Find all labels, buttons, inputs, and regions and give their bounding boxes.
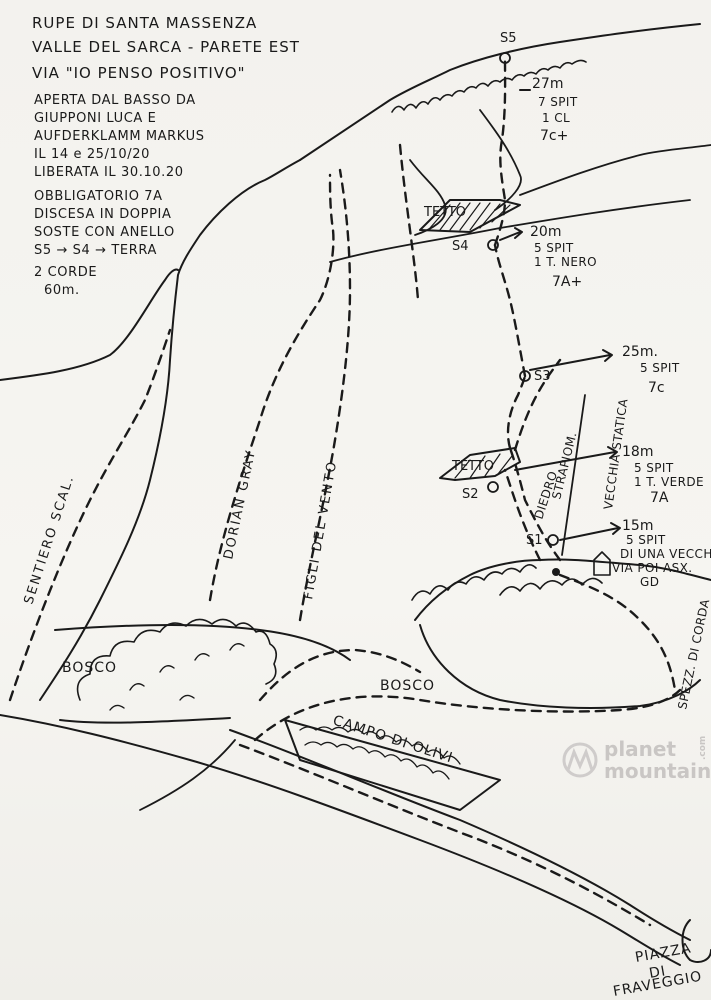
station-s1-marker: [547, 534, 559, 546]
pitch-gear: 5 SPIT: [534, 241, 574, 255]
other-routes: [8, 143, 562, 702]
watermark-logo-icon: [562, 742, 598, 778]
notes-line: 60m.: [44, 283, 80, 298]
station-s2-label: S2: [462, 487, 479, 502]
pitch-grade: 7A+: [552, 274, 582, 290]
pitch-length: 27m: [532, 76, 563, 92]
route-figli-label: FIGLI DEL VENTO: [301, 459, 340, 601]
campo-olivi-label: CAMPO DI OLIVI: [331, 713, 455, 767]
notes-line: SOSTE CON ANELLO: [34, 225, 175, 240]
pitch-gear: 5 SPIT: [626, 533, 666, 547]
pitch-grade: 7c+: [540, 128, 568, 144]
info-line: LIBERATA IL 30.10.20: [34, 165, 184, 180]
terrain-labels: BOSCO BOSCO CAMPO DI OLIVI SPEZZ. DI COR…: [62, 597, 711, 1000]
station-s4-marker: [487, 239, 499, 251]
route-sentiero-label: SENTIERO SCAL.: [22, 473, 78, 606]
notes-line: S5 → S4 → TERRA: [34, 243, 157, 258]
bosco-mid-label: BOSCO: [380, 678, 435, 694]
pitch-2-info: 18m 5 SPIT 1 T. VERDE 7A: [622, 444, 704, 506]
station-s5-marker: [499, 52, 511, 64]
route-labels: SENTIERO SCAL. DORIAN GRAY FIGLI DEL VEN…: [22, 448, 341, 606]
watermark-line2: mountain: [604, 759, 711, 783]
pitch-gear: 1 T. NERO: [534, 255, 597, 269]
notes-line: 2 CORDE: [34, 265, 97, 280]
notes-line: DISCESA IN DOPPIA: [34, 207, 171, 222]
olive-field: [284, 719, 501, 811]
upper-roof: [419, 199, 521, 233]
vecchia-statica-line: [561, 394, 586, 556]
watermark-logo-mark: [566, 747, 594, 771]
info-line: APERTA DAL BASSO DA: [34, 93, 196, 108]
pitch-gear: DI UNA VECCHIA: [620, 547, 711, 561]
station-s3-marker: [519, 370, 531, 382]
station-labels: S5 S4 S3 S2 S1: [452, 31, 551, 548]
pitch-4-info: 20m 5 SPIT 1 T. NERO 7A+: [530, 224, 597, 290]
pitch-length: 18m: [622, 444, 653, 460]
pitch-length: 20m: [530, 224, 561, 240]
header-block: RUPE DI SANTA MASSENZA VALLE DEL SARCA -…: [32, 14, 300, 82]
notes-line: OBBLIGATORIO 7A: [34, 189, 163, 204]
spezzone-label: SPEZZ. DI CORDA: [675, 597, 711, 710]
planetmountain-watermark: planet mountain .com: [562, 736, 711, 783]
pitch-gear: 1 T. VERDE: [634, 475, 704, 489]
upper-roof-label: TETTO: [423, 205, 466, 220]
start-marker: [552, 568, 560, 576]
pitch-length: 15m: [622, 518, 653, 534]
header-subtitle: VALLE DEL SARCA - PARETE EST: [32, 38, 300, 56]
pitch-arrows: [499, 89, 621, 541]
pitch-3-info: 25m. 5 SPIT 7c: [622, 344, 680, 396]
pitch-gear: 7 SPIT: [538, 95, 578, 109]
pitch-5-info: 27m 7 SPIT 1 CL 7c+: [532, 76, 578, 144]
info-line: AUFDERKLAMM MARKUS: [34, 129, 205, 144]
stations: [487, 52, 560, 576]
watermark-suffix: .com: [698, 736, 708, 760]
pitch-gear: 5 SPIT: [634, 461, 674, 475]
lower-roof: [439, 447, 521, 481]
pitch-1-info: 15m 5 SPIT DI UNA VECCHIA VIA POI ASX. G…: [612, 518, 711, 589]
bosco-left-label: BOSCO: [62, 660, 117, 676]
station-s4-label: S4: [452, 239, 469, 254]
forest-area: [54, 618, 351, 724]
station-s1-label: S1: [526, 533, 543, 548]
pitch-gear: VIA POI ASX.: [612, 561, 692, 575]
info-block: APERTA DAL BASSO DA GIUPPONI LUCA E AUFD…: [34, 93, 205, 298]
pitch-gear: 1 CL: [542, 111, 570, 125]
header-title: RUPE DI SANTA MASSENZA: [32, 14, 257, 32]
route-dorian-label: DORIAN GRAY: [221, 448, 259, 561]
station-s2-marker: [487, 481, 499, 493]
pitch-gear: GD: [640, 575, 659, 589]
watermark-line1: planet: [604, 737, 676, 761]
pitch-length: 25m.: [622, 344, 658, 360]
info-line: GIUPPONI LUCA E: [34, 111, 156, 126]
info-line: IL 14 e 25/10/20: [34, 147, 150, 162]
pitch-grade: 7c: [648, 380, 665, 396]
base-ledge: [411, 551, 711, 709]
station-s3-label: S3: [534, 369, 551, 384]
piazza-label-line2: DI: [648, 963, 667, 982]
pitch-gear: 5 SPIT: [640, 361, 680, 375]
station-s5-label: S5: [500, 31, 517, 46]
roads: [0, 573, 711, 966]
lower-roof-label: TETTO: [451, 459, 494, 474]
header-route-name: VIA "IO PENSO POSITIVO": [32, 64, 246, 82]
pitch-grade: 7A: [650, 490, 669, 506]
